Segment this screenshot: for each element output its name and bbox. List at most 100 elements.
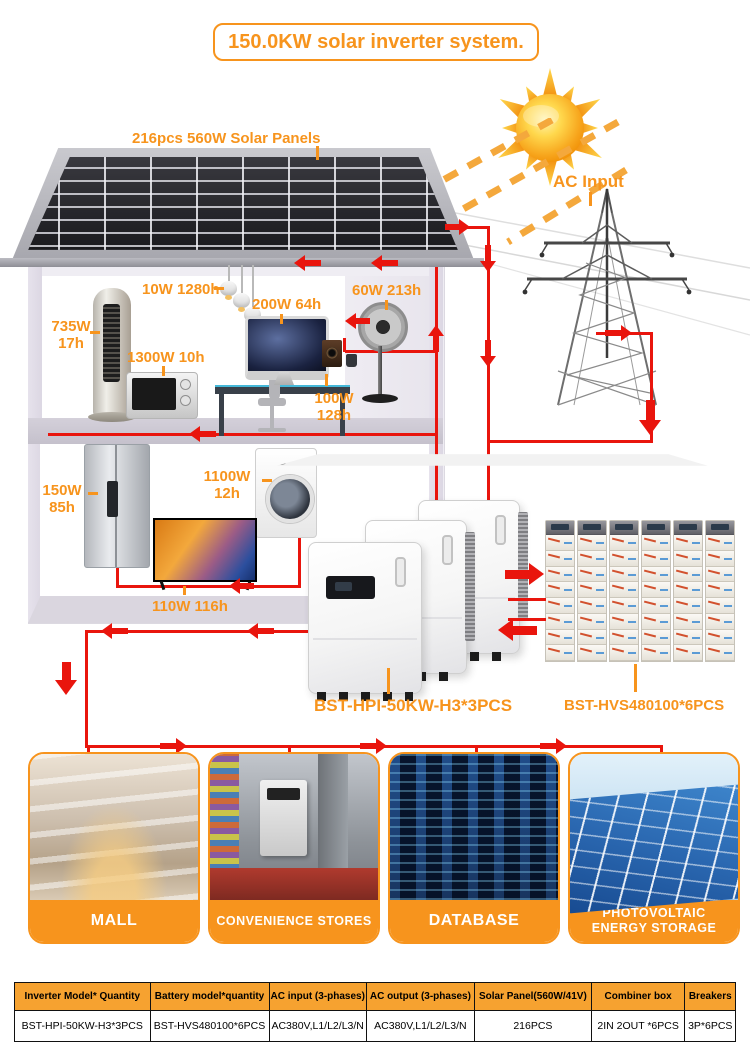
flow-arrow bbox=[294, 255, 321, 271]
cell-battery-model: BST-HVS480100*6PCS bbox=[149, 1010, 270, 1042]
battery-tower bbox=[577, 520, 607, 662]
label-tick bbox=[214, 287, 224, 290]
ac-base bbox=[88, 412, 136, 422]
flow-arrow bbox=[360, 738, 387, 754]
wire bbox=[435, 262, 438, 510]
inverter-front bbox=[308, 542, 422, 701]
house-left-wall bbox=[28, 266, 42, 622]
flow-arrow bbox=[480, 245, 496, 272]
battery-tower bbox=[673, 520, 703, 662]
col-solar-panel: Solar Panel(560W/41V) bbox=[473, 982, 592, 1011]
spec-table: Inverter Model* Quantity Battery model*q… bbox=[14, 982, 736, 1042]
cell-breakers: 3P*6PCS bbox=[684, 1010, 736, 1042]
wire bbox=[487, 440, 653, 443]
flow-arrow bbox=[605, 325, 632, 341]
tv-label: 110W 116h bbox=[152, 598, 228, 615]
flow-arrow bbox=[639, 400, 661, 435]
card-mall-label: MALL bbox=[30, 900, 198, 942]
fan-pole bbox=[378, 346, 382, 398]
flow-arrow bbox=[371, 255, 398, 271]
page-title: 150.0KW solar inverter system. bbox=[213, 23, 539, 61]
chair-pole bbox=[270, 406, 274, 428]
chair-graphic bbox=[269, 370, 280, 400]
wire bbox=[343, 338, 346, 352]
spec-table-header-row: Inverter Model* Quantity Battery model*q… bbox=[14, 982, 736, 1011]
cell-ac-output: AC380V,L1/L2/L3/N bbox=[365, 1010, 475, 1042]
desk-leg bbox=[340, 392, 345, 436]
monitor-label: 200W 64h bbox=[252, 296, 322, 313]
flow-arrow bbox=[345, 313, 370, 329]
wire bbox=[298, 532, 301, 588]
flow-arrow bbox=[101, 623, 128, 639]
battery-tower bbox=[609, 520, 639, 662]
flow-arrow bbox=[480, 340, 496, 367]
battery-tower bbox=[705, 520, 735, 662]
cell-ac-input: AC380V,L1/L2/L3/N bbox=[268, 1010, 367, 1042]
col-ac-output: AC output (3-phases) bbox=[365, 982, 475, 1011]
label-tick bbox=[280, 314, 283, 324]
label-tick bbox=[183, 586, 186, 595]
card-database-label: DATABASE bbox=[390, 900, 558, 942]
wire bbox=[508, 618, 546, 621]
col-ac-input: AC input (3-phases) bbox=[268, 982, 367, 1011]
card-convenience-stores: CONVENIENCE STORES bbox=[208, 752, 380, 944]
flow-arrow bbox=[189, 426, 216, 442]
cell-solar-panel: 216PCS bbox=[473, 1010, 592, 1042]
flow-arrow bbox=[247, 623, 274, 639]
transmission-tower-icon bbox=[522, 188, 692, 406]
speaker-graphic bbox=[322, 340, 342, 367]
flow-arrow bbox=[540, 738, 567, 754]
fridge-label: 150W 85h bbox=[42, 482, 82, 517]
mug-graphic bbox=[346, 354, 357, 367]
battery-tower bbox=[545, 520, 575, 662]
label-tick bbox=[589, 192, 592, 206]
roof-eave bbox=[0, 258, 484, 267]
washer-label: 1100W 12h bbox=[203, 468, 251, 503]
col-battery-model: Battery model*quantity bbox=[149, 982, 270, 1011]
flow-arrow bbox=[428, 325, 444, 352]
washer-graphic bbox=[255, 448, 708, 538]
col-inverter-model: Inverter Model* Quantity bbox=[14, 982, 151, 1011]
label-tick bbox=[162, 366, 165, 376]
sun-icon bbox=[498, 68, 602, 186]
wire bbox=[48, 433, 438, 436]
desk-graphic bbox=[215, 385, 350, 394]
wire bbox=[650, 334, 653, 443]
fridge-graphic bbox=[84, 444, 150, 568]
label-tick bbox=[325, 374, 328, 386]
battery-rack bbox=[545, 520, 735, 662]
fan-graphic bbox=[358, 302, 408, 352]
col-breakers: Breakers bbox=[684, 982, 736, 1011]
wire bbox=[345, 350, 437, 353]
tower-ac-graphic bbox=[88, 288, 136, 422]
card-mall: MALL bbox=[28, 752, 200, 944]
monitor-stand bbox=[274, 372, 294, 385]
wire bbox=[85, 630, 313, 633]
flow-arrow bbox=[55, 662, 77, 695]
solar-panels-label: 216pcs 560W Solar Panels bbox=[132, 130, 321, 147]
solar-panel-array bbox=[28, 156, 458, 250]
col-combiner-box: Combiner box bbox=[590, 982, 686, 1011]
microwave-label: 1300W 10h bbox=[127, 349, 205, 366]
flow-arrow bbox=[229, 578, 254, 594]
flow-arrow bbox=[160, 738, 187, 754]
cell-combiner-box: 2IN 2OUT *6PCS bbox=[590, 1010, 686, 1042]
wire bbox=[85, 630, 88, 748]
ac-grill bbox=[103, 304, 120, 382]
convenience-store-photo bbox=[210, 754, 378, 900]
wire bbox=[487, 226, 490, 511]
flow-arrow bbox=[505, 563, 544, 585]
card-database: DATABASE bbox=[388, 752, 560, 944]
card-convenience-label: CONVENIENCE STORES bbox=[210, 900, 378, 942]
ac-input-label: AC Input bbox=[553, 172, 624, 191]
wire bbox=[116, 585, 301, 588]
speaker-label: 100W 128h bbox=[314, 390, 354, 425]
chair-seat bbox=[258, 398, 286, 406]
label-tick bbox=[90, 331, 100, 334]
wire bbox=[116, 562, 119, 588]
card-pv-storage: PHOTOVOLTAIC ENERGY STORAGE bbox=[568, 752, 740, 944]
flow-arrow bbox=[498, 619, 537, 641]
spec-table-data-row: BST-HPI-50KW-H3*3PCS BST-HVS480100*6PCS … bbox=[14, 1010, 736, 1042]
tv-graphic bbox=[153, 518, 257, 591]
